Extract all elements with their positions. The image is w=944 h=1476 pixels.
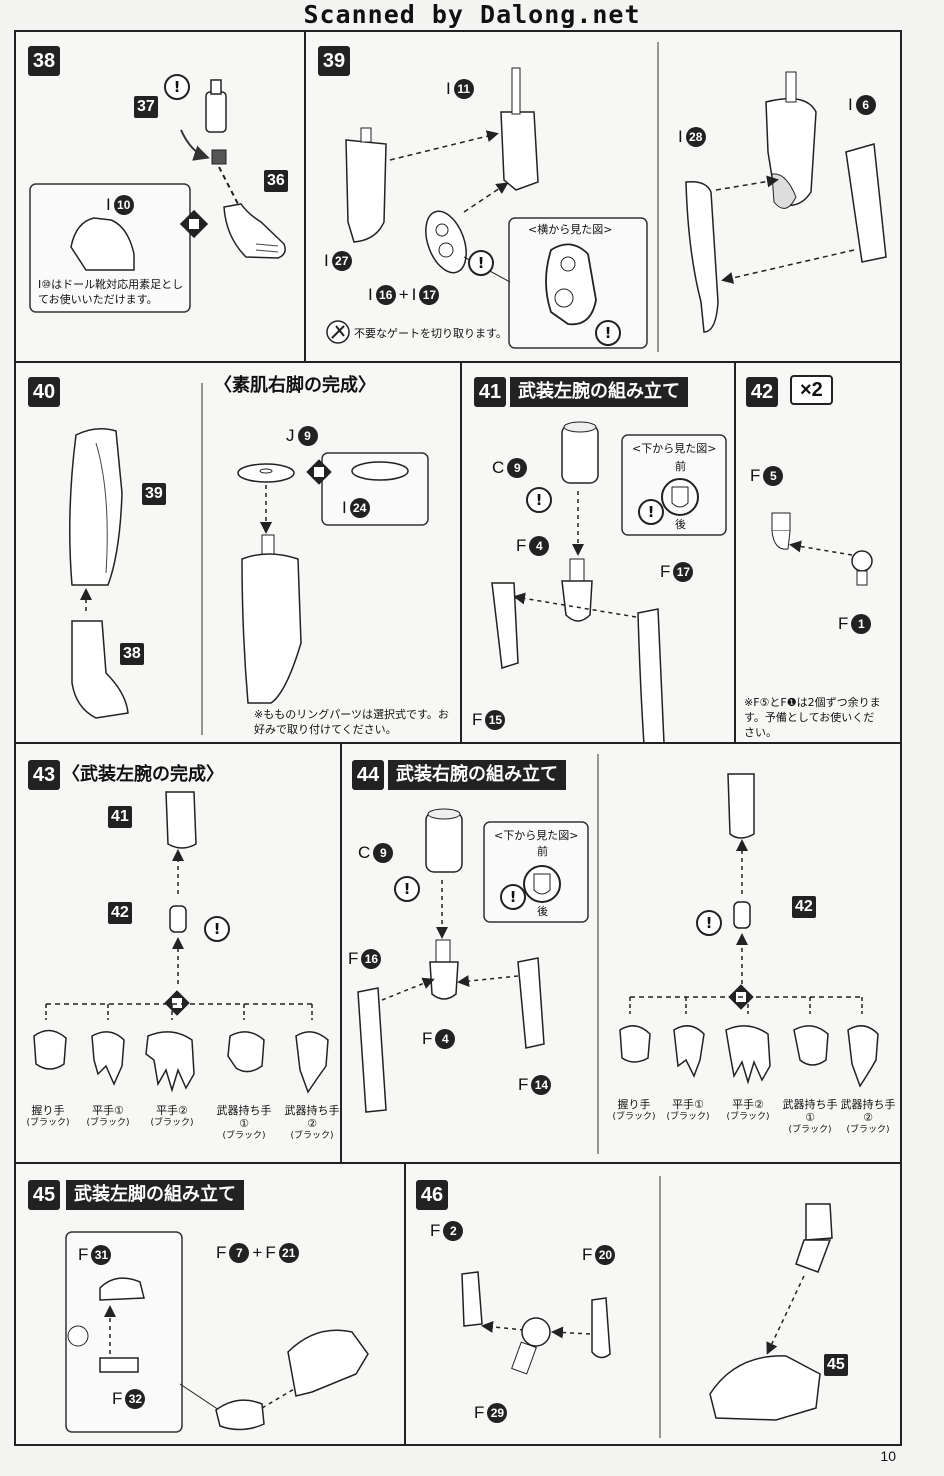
step-41-illustration <box>491 421 727 742</box>
quantity-multiplier: ×2 <box>790 375 833 405</box>
step-42-illustration <box>771 512 873 586</box>
part-label-38: 38 <box>120 643 144 665</box>
hand-label-flat-1: 平手①(ブラック) <box>86 1104 130 1128</box>
hand-label-flat-2: 平手②(ブラック) <box>150 1104 194 1128</box>
step-number: 44 <box>352 760 384 790</box>
side-view-title: <横から見た図> <box>528 223 613 236</box>
step-number: 39 <box>318 46 350 76</box>
back-label: 後 <box>675 518 686 531</box>
bottom-view-title: <下から見た図> <box>494 829 579 842</box>
warning-exclamation-icon: ! <box>394 876 420 902</box>
step-40-illustration <box>69 383 429 735</box>
front-label: 前 <box>675 460 686 473</box>
step-number: 38 <box>28 46 60 76</box>
hand-label-flat-2: 平手②(ブラック) <box>726 1098 770 1122</box>
step-38-panel: 38 ! 37 36 I 10 I⑩はドール靴対応用素足としてお使いいただけます… <box>14 30 306 363</box>
step-45-illustration <box>65 1231 369 1433</box>
hand-label-weapon-2: 武器持ち手②(ブラック) <box>840 1098 896 1135</box>
warning-exclamation-icon: ! <box>526 487 552 513</box>
front-label: 前 <box>537 845 548 858</box>
step-title: 武装左脚の組み立て <box>66 1180 244 1210</box>
step-43-panel: 43 〈武装左腕の完成〉 41 42 ! 握り手(ブラック) 平手①(ブラック)… <box>14 742 342 1164</box>
part-label-42: 42 <box>792 896 816 918</box>
part-label-39: 39 <box>142 483 166 505</box>
hand-label-flat-1: 平手①(ブラック) <box>666 1098 710 1122</box>
page-number: 10 <box>880 1448 896 1464</box>
hand-label-weapon-2: 武器持ち手②(ブラック) <box>284 1104 340 1141</box>
part-label-45: 45 <box>824 1354 848 1376</box>
step-44-illustration <box>357 754 879 1154</box>
step-number: 40 <box>28 377 60 407</box>
hand-label-weapon-1: 武器持ち手①(ブラック) <box>782 1098 838 1135</box>
step-44-panel: 44 武装右腕の組み立て ! ! ! <box>340 742 902 1164</box>
hand-label-grip: 握り手(ブラック) <box>26 1104 70 1128</box>
step-number: 45 <box>28 1180 60 1210</box>
hand-label-grip: 握り手(ブラック) <box>612 1098 656 1122</box>
hand-label-weapon-1: 武器持ち手①(ブラック) <box>216 1104 272 1141</box>
i10-note: I⑩はドール靴対応用素足としてお使いいただけます。 <box>38 278 184 306</box>
part-label-36: 36 <box>264 170 288 192</box>
warning-exclamation-icon: ! <box>500 884 526 910</box>
step-number: 46 <box>416 1180 448 1210</box>
step-caption: 〈素肌右脚の完成〉 <box>214 375 376 396</box>
warning-exclamation-icon: ! <box>638 499 664 525</box>
step-title: 武装左腕の組み立て <box>510 377 688 407</box>
part-ref-I10: I 10 <box>106 194 134 216</box>
step-title: 武装右腕の組み立て <box>388 760 566 790</box>
warning-exclamation-icon: ! <box>595 320 621 346</box>
step-number: 42 <box>746 377 778 407</box>
step-46-illustration <box>461 1176 833 1438</box>
step-number: 43 <box>28 760 60 790</box>
step-38-illustration <box>29 79 286 313</box>
step-number: 41 <box>474 377 506 407</box>
spare-parts-note: ※F⑤とF❶は2個ずつ余ります。予備としてお使いください。 <box>744 696 881 739</box>
warning-exclamation-icon: ! <box>468 250 494 276</box>
scan-credit: Scanned by Dalong.net <box>303 0 641 29</box>
back-label: 後 <box>537 905 548 918</box>
warning-exclamation-icon: ! <box>164 74 190 100</box>
step-caption: 〈武装左腕の完成〉 <box>62 764 224 785</box>
warning-exclamation-icon: ! <box>696 910 722 936</box>
part-label-42: 42 <box>108 902 132 924</box>
part-label-37: 37 <box>134 96 158 118</box>
part-label-41: 41 <box>108 806 132 828</box>
warning-exclamation-icon: ! <box>204 916 230 942</box>
ring-note: ※もものリングパーツは選択式です。お好みで取り付けてください。 <box>254 708 449 736</box>
step-39-illustration <box>326 42 887 352</box>
step-43-illustration <box>33 791 329 1094</box>
gate-note: 不要なゲートを切り取ります。 <box>354 327 507 340</box>
bottom-view-title: <下から見た図> <box>632 442 717 455</box>
